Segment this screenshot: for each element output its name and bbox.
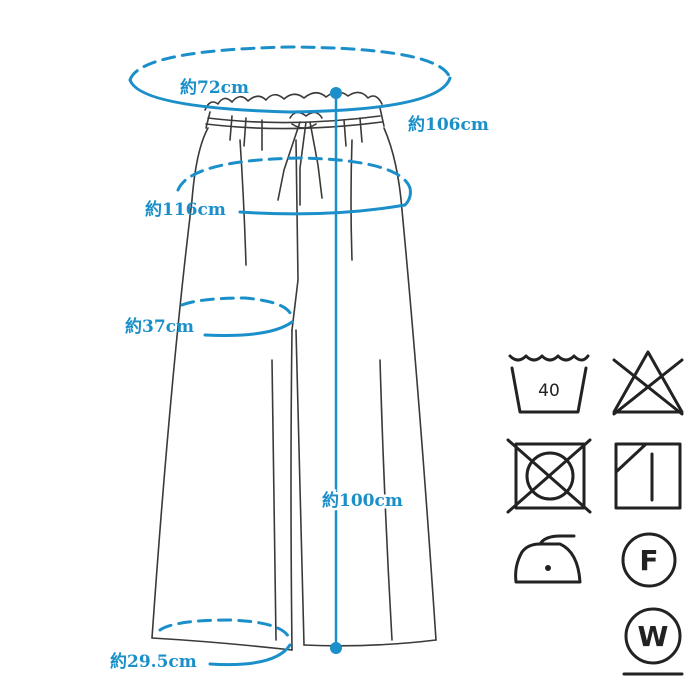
iron-dot — [545, 565, 551, 571]
thigh-label: 約37cm — [125, 316, 194, 337]
waist-max-ellipse-front — [128, 76, 452, 114]
wash-temp-text: 40 — [538, 381, 560, 401]
iron-low-icon — [514, 534, 582, 584]
waist-max-ellipse-back — [128, 45, 452, 82]
waist-max-label: 約106cm — [408, 114, 489, 135]
hip-label: 約116cm — [145, 199, 226, 220]
no-bleach-icon — [612, 350, 684, 416]
thigh-arc-back — [180, 296, 294, 320]
hem-arc-front — [208, 643, 292, 667]
pants-illustration — [151, 91, 437, 651]
waist-min-label: 約72cm — [180, 77, 249, 98]
hip-ellipse-back — [176, 156, 412, 192]
line-dry-shade-icon — [614, 442, 682, 510]
wash-40-icon — [508, 354, 590, 414]
length-top-dot — [330, 87, 342, 99]
dry-clean-f-icon — [621, 532, 677, 588]
length-label: 約100cm — [322, 490, 403, 511]
care-symbols — [506, 350, 684, 676]
dry-clean-f-text: F — [639, 544, 658, 577]
hip-ellipse-front — [238, 186, 412, 216]
no-tumble-dry-icon — [506, 438, 592, 514]
length-bottom-dot — [330, 642, 342, 654]
hem-label: 約29.5cm — [110, 651, 197, 672]
measurement-guides — [128, 45, 452, 667]
wet-clean-w-text: W — [638, 620, 669, 653]
wet-clean-w-icon — [624, 607, 682, 665]
hem-arc-back — [158, 618, 292, 642]
thigh-arc-front — [203, 320, 294, 337]
